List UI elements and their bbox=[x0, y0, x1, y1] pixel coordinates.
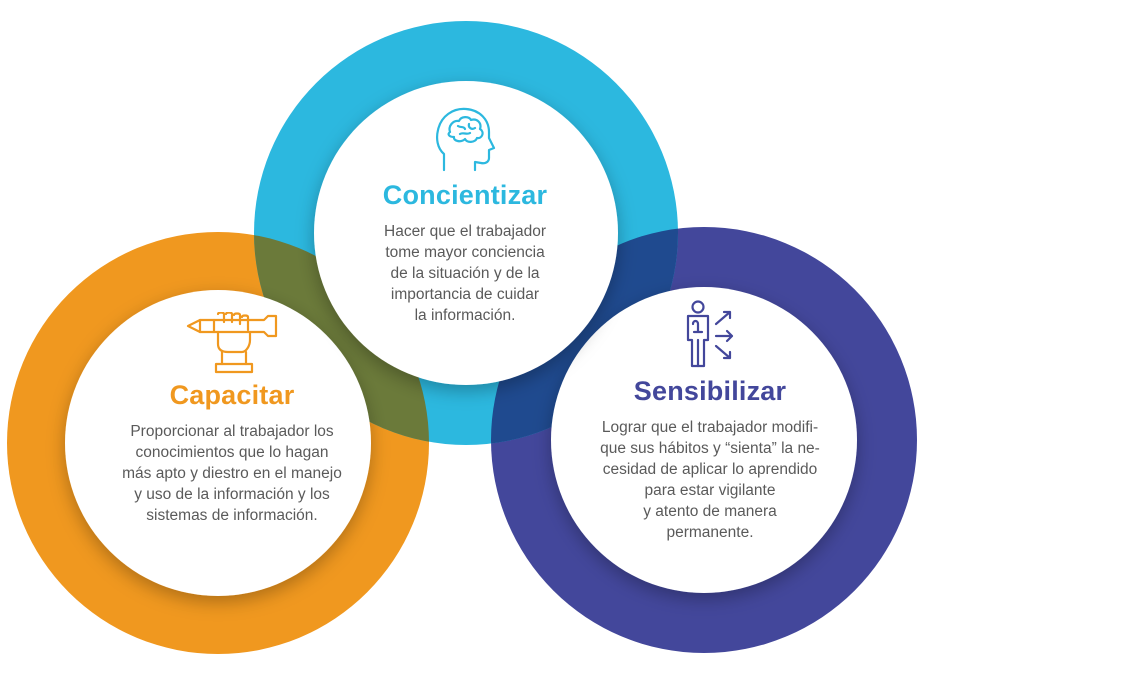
description-line: para estar vigilante bbox=[644, 482, 776, 499]
description-line: conocimientos que lo hagan bbox=[135, 444, 329, 461]
description-line: Hacer que el trabajador bbox=[384, 223, 546, 240]
concientizar-title: Concientizar bbox=[382, 180, 548, 210]
person-arrows-icon bbox=[686, 300, 734, 368]
description-line: y atento de manera bbox=[643, 503, 777, 520]
description-line: Lograr que el trabajador modifi- bbox=[601, 419, 819, 436]
description-line: importancia de cuidar bbox=[390, 286, 540, 303]
capacitar-description: Proporcionar al trabajador los conocimie… bbox=[82, 421, 382, 526]
head-brain-icon bbox=[436, 107, 496, 172]
capacitar-title: Capacitar bbox=[169, 380, 295, 410]
description-line: y uso de la información y los bbox=[134, 486, 330, 503]
description-line: la información. bbox=[414, 307, 516, 324]
capacitar-inner-disc bbox=[65, 290, 371, 596]
concientizar-panel: Concientizar Hacer que el trabajador tom… bbox=[330, 104, 600, 326]
description-line: cesidad de aplicar lo aprendido bbox=[602, 461, 818, 478]
capacitar-panel: Capacitar Proporcionar al trabajador los… bbox=[82, 312, 382, 526]
concientizar-description: Hacer que el trabajador tome mayor conci… bbox=[330, 221, 600, 326]
description-line: permanente. bbox=[666, 524, 754, 541]
description-line: más apto y diestro en el manejo bbox=[122, 465, 342, 482]
hand-holding-pencil-icon bbox=[186, 312, 278, 374]
concientizar-inner-disc bbox=[314, 81, 618, 385]
sensibilizar-description: Lograr que el trabajador modifi- que sus… bbox=[555, 417, 865, 543]
description-line: tome mayor conciencia bbox=[385, 244, 545, 261]
description-line: que sus hábitos y “sienta” la ne- bbox=[600, 440, 820, 457]
sensibilizar-panel: Sensibilizar Lograr que el trabajador mo… bbox=[555, 300, 865, 543]
sensibilizar-title: Sensibilizar bbox=[633, 376, 787, 406]
description-line: Proporcionar al trabajador los bbox=[130, 423, 334, 440]
description-line: sistemas de información. bbox=[146, 507, 318, 524]
sensibilizar-inner-disc bbox=[551, 287, 857, 593]
description-line: de la situación y de la bbox=[390, 265, 540, 282]
